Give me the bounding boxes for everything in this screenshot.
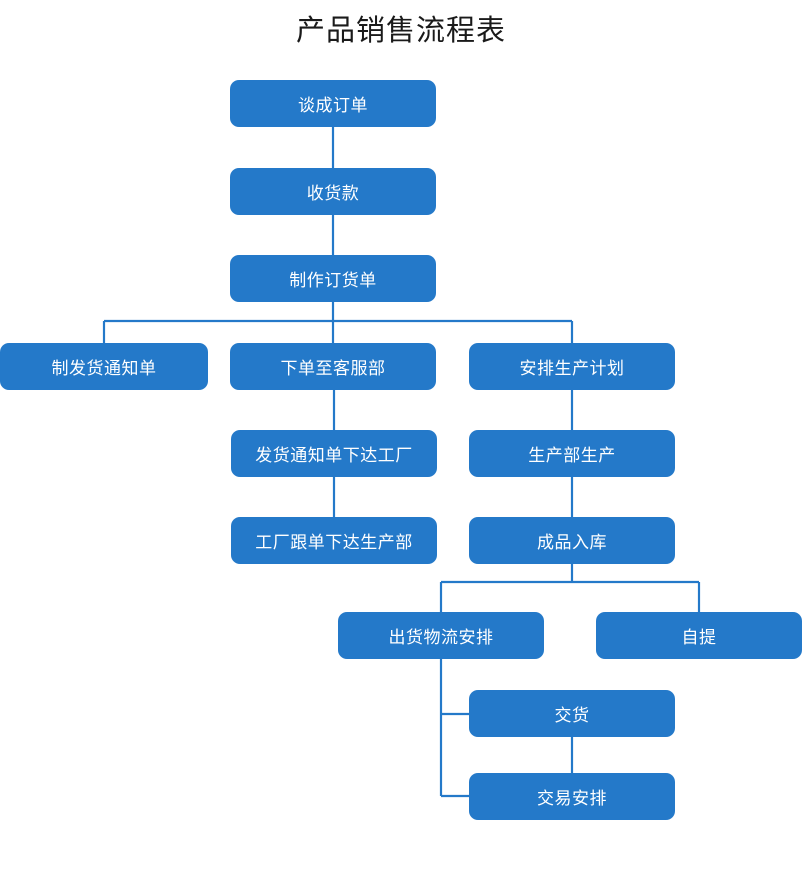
node-cheng-pin-ru-ku[interactable]: 成品入库	[469, 517, 675, 564]
node-fa-huo-tong-zhi-dan-gong-chang[interactable]: 发货通知单下达工厂	[231, 430, 437, 477]
node-sheng-chan-bu-sheng-chan[interactable]: 生产部生产	[469, 430, 675, 477]
node-zhi-zuo-ding-huo-dan[interactable]: 制作订货单	[230, 255, 436, 302]
node-shou-huo-kuan[interactable]: 收货款	[230, 168, 436, 215]
node-tan-cheng-ding-dan[interactable]: 谈成订单	[230, 80, 436, 127]
node-zhi-fa-huo-tong-zhi-dan[interactable]: 制发货通知单	[0, 343, 208, 390]
node-zi-ti[interactable]: 自提	[596, 612, 802, 659]
node-chu-huo-wu-liu-an-pai[interactable]: 出货物流安排	[338, 612, 544, 659]
page-title: 产品销售流程表	[295, 13, 506, 47]
node-an-pai-sheng-chan-ji-hua[interactable]: 安排生产计划	[469, 343, 675, 390]
node-gong-chang-gen-dan[interactable]: 工厂跟单下达生产部	[231, 517, 437, 564]
node-jiao-huo[interactable]: 交货	[469, 690, 675, 737]
node-xia-dan-zhi-ke-fu-bu[interactable]: 下单至客服部	[230, 343, 436, 390]
node-jiao-yi-an-pai[interactable]: 交易安排	[469, 773, 675, 820]
